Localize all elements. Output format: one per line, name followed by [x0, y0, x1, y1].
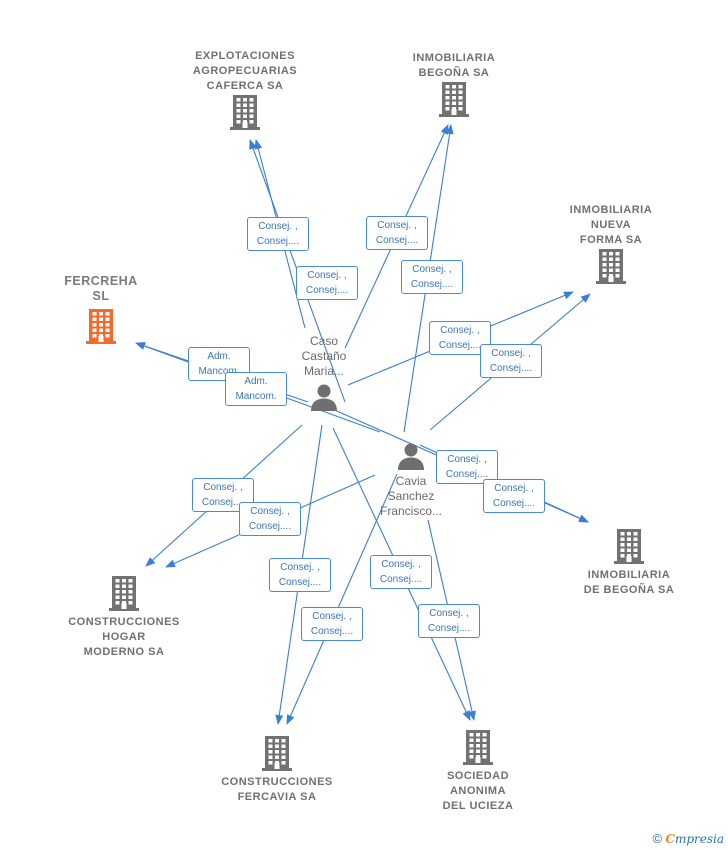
role-label-consej[interactable]: Consej. , Consej.... [418, 604, 480, 638]
company-name: INMOBILIARIA BEGOÑA SA [412, 52, 496, 79]
company-construcciones-hogar-moderno[interactable]: CONSTRUCCIONES HOGAR MODERNO SA [44, 575, 204, 660]
person-name: Caso Castaño Maria... [301, 334, 347, 378]
role-label-consej[interactable]: Consej. , Consej.... [296, 266, 358, 300]
role-label-consej[interactable]: Consej. , Consej.... [247, 217, 309, 251]
brand-initial: C [665, 832, 675, 846]
person-caso-castano-maria[interactable]: Caso Castaño Maria... [269, 334, 379, 412]
building-icon [230, 95, 260, 130]
company-name: EXPLOTACIONES AGROPECUARIAS CAFERCA SA [192, 50, 298, 92]
person-name: Cavia Sanchez Francisco... [379, 474, 442, 518]
role-label-consej[interactable]: Consej. , Consej.... [483, 479, 545, 513]
company-inmobiliaria-begona-top[interactable]: INMOBILIARIA BEGOÑA SA [374, 51, 534, 117]
role-label-consej[interactable]: Consej. , Consej.... [239, 502, 301, 536]
brand-watermark: © Cmpresia [652, 831, 724, 846]
company-name: SOCIEDAD ANONIMA DEL UCIEZA [442, 770, 514, 812]
building-icon [262, 736, 292, 771]
role-label-consej[interactable]: Consej. , Consej.... [370, 555, 432, 589]
role-label-consej[interactable]: Consej. , Consej.... [436, 450, 498, 484]
building-icon [439, 82, 469, 117]
building-icon [109, 576, 139, 611]
brand-name: mpresia [674, 832, 724, 846]
role-label-consej[interactable]: Consej. , Consej.... [480, 344, 542, 378]
company-name: CONSTRUCCIONES FERCAVIA SA [221, 776, 333, 803]
company-name: FERCREHA SL [64, 274, 138, 303]
building-icon [463, 730, 493, 765]
company-construcciones-fercavia[interactable]: CONSTRUCCIONES FERCAVIA SA [197, 735, 357, 805]
role-label-consej[interactable]: Consej. , Consej.... [269, 558, 331, 592]
building-icon [596, 249, 626, 284]
person-cavia-sanchez-francisco[interactable]: Cavia Sanchez Francisco... [356, 441, 466, 519]
company-fercreha[interactable]: FERCREHA SL [21, 274, 181, 344]
company-sociedad-anonima-del-ucieza[interactable]: SOCIEDAD ANONIMA DEL UCIEZA [398, 729, 558, 814]
copyright-symbol: © [652, 831, 663, 846]
role-label-adm-mancom[interactable]: Adm. Mancom. [225, 372, 287, 406]
building-icon [614, 529, 644, 564]
company-explotaciones-agropecuarias-caferca[interactable]: EXPLOTACIONES AGROPECUARIAS CAFERCA SA [165, 49, 325, 130]
role-label-consej[interactable]: Consej. , Consej.... [301, 607, 363, 641]
relationship-line [286, 473, 398, 725]
person-icon [311, 384, 337, 411]
company-name: INMOBILIARIA NUEVA FORMA SA [569, 204, 653, 246]
company-name: CONSTRUCCIONES HOGAR MODERNO SA [68, 616, 180, 658]
company-inmobiliaria-nueva-forma[interactable]: INMOBILIARIA NUEVA FORMA SA [531, 203, 691, 284]
person-icon [398, 443, 424, 470]
building-icon [86, 309, 116, 344]
company-name: INMOBILIARIA DE BEGOÑA SA [583, 569, 675, 596]
role-label-consej[interactable]: Consej. , Consej.... [366, 216, 428, 250]
role-label-consej[interactable]: Consej. , Consej.... [401, 260, 463, 294]
company-inmobiliaria-de-begona[interactable]: INMOBILIARIA DE BEGOÑA SA [549, 528, 709, 598]
